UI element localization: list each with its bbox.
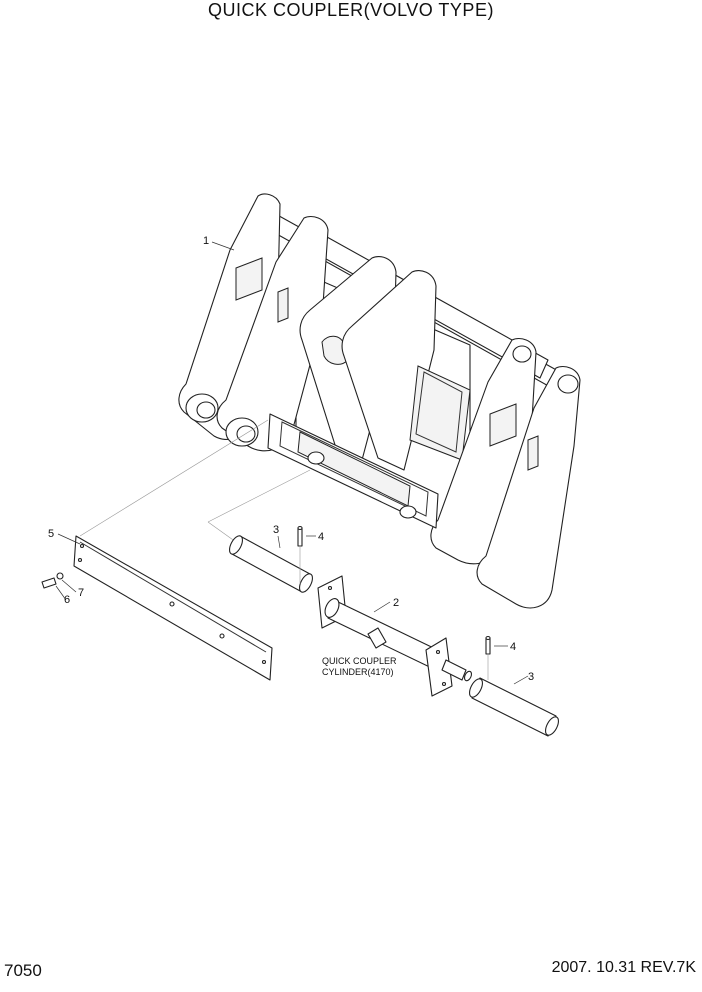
bolt-washer-part (41, 572, 77, 601)
callout-1: 1 (203, 235, 209, 247)
cover-plate-part (73, 535, 273, 681)
date-revision: 2007. 10.31 REV.7K (551, 959, 696, 976)
coupler-frame-part (178, 193, 581, 609)
page-title: QUICK COUPLER(VOLVO TYPE) (208, 0, 494, 20)
cylinder-part (317, 575, 473, 697)
callout-4-upper: 4 (318, 531, 324, 543)
spring-pin-lower-part (485, 635, 491, 680)
pin-lower-part (469, 677, 559, 737)
spring-pin-upper-part (297, 525, 303, 584)
callout-4-lower: 4 (510, 641, 516, 653)
cylinder-note-line1: QUICK COUPLER (322, 656, 397, 666)
callout-3-upper: 3 (273, 524, 279, 536)
callout-7: 7 (78, 587, 84, 599)
callout-5: 5 (48, 528, 54, 540)
callout-2: 2 (393, 597, 399, 609)
page-number: 7050 (4, 961, 42, 980)
callout-6: 6 (64, 594, 70, 606)
callout-3-lower: 3 (528, 671, 534, 683)
cylinder-note-line2: CYLINDER(4170) (322, 667, 394, 677)
pin-upper-part (229, 535, 313, 593)
